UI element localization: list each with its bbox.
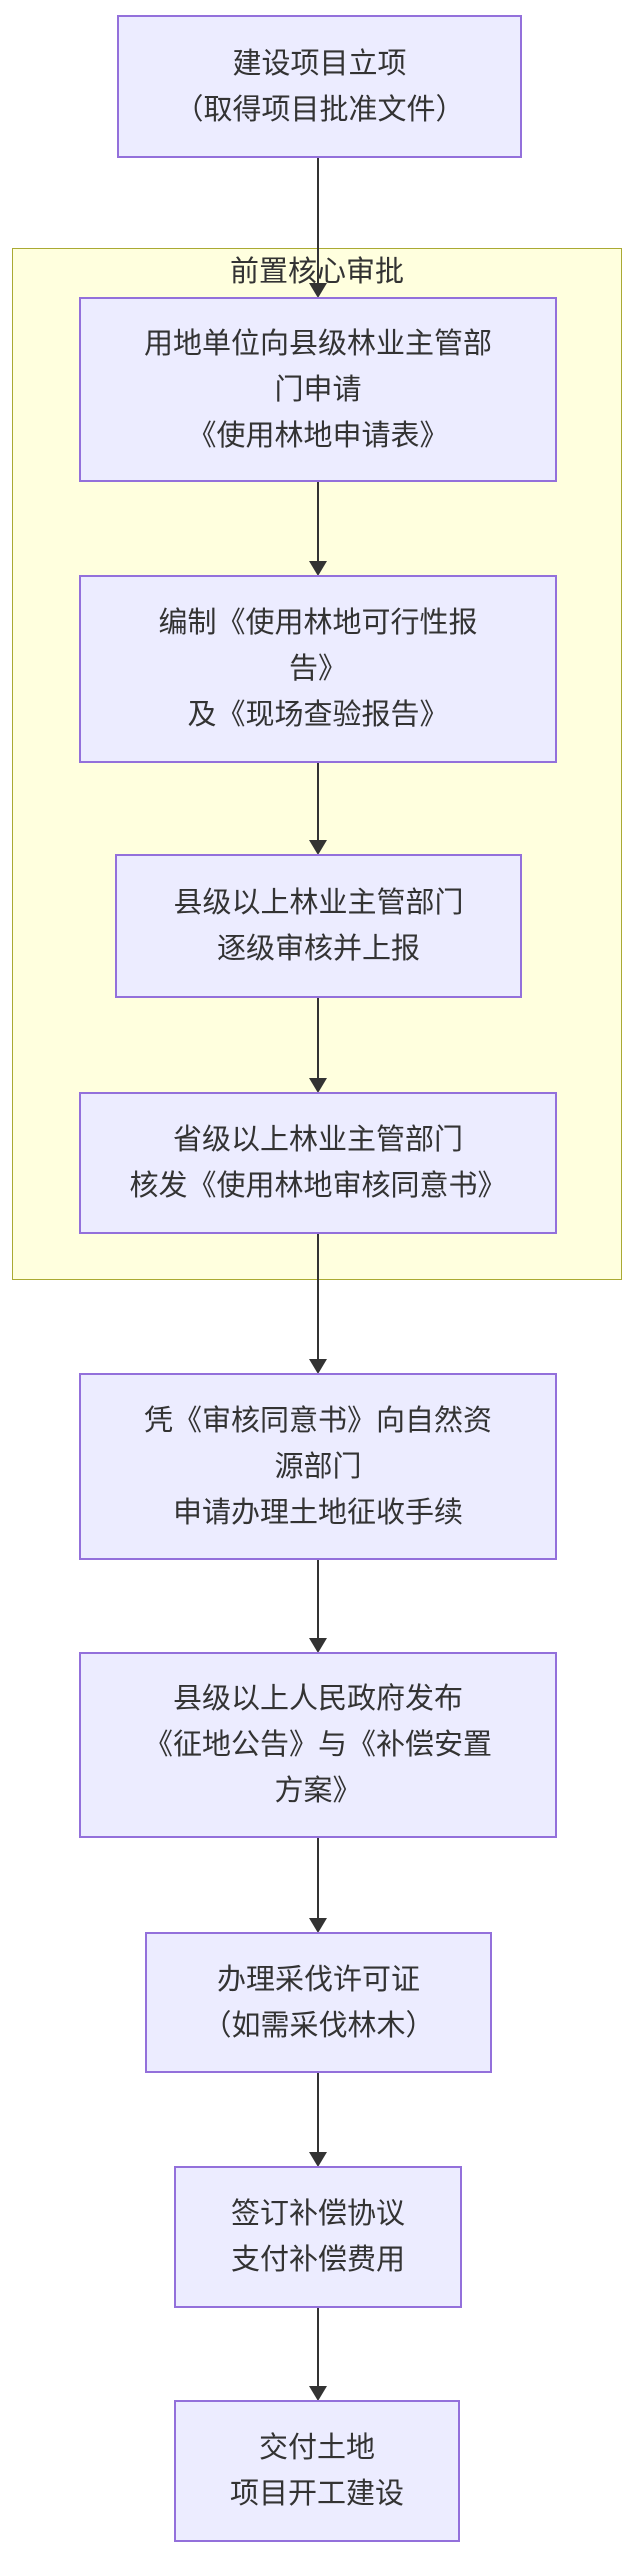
edge-arrowhead-1	[309, 283, 327, 298]
edge-line-4	[317, 998, 319, 1078]
node-compile-reports: 编制《使用林地可行性报 告》 及《现场查验报告》	[79, 575, 557, 763]
edge-arrowhead-7	[309, 1918, 327, 1933]
edge-arrowhead-8	[309, 2152, 327, 2167]
node-handover: 交付土地 项目开工建设	[174, 2400, 460, 2542]
node-land-requisition: 凭《审核同意书》向自然资 源部门 申请办理土地征收手续	[79, 1373, 557, 1560]
edge-line-3	[317, 763, 319, 840]
edge-line-2	[317, 482, 319, 561]
edge-line-5	[317, 1234, 319, 1359]
edge-line-8	[317, 2073, 319, 2152]
edge-line-6	[317, 1560, 319, 1638]
edge-arrowhead-2	[309, 561, 327, 576]
node-gov-announcement: 县级以上人民政府发布 《征地公告》与《补偿安置 方案》	[79, 1652, 557, 1838]
node-apply-forest-land: 用地单位向县级林业主管部 门申请 《使用林地申请表》	[79, 297, 557, 482]
node-project-initiation: 建设项目立项 （取得项目批准文件）	[117, 15, 522, 158]
edge-arrowhead-4	[309, 1078, 327, 1093]
edge-line-1	[317, 158, 319, 283]
node-provincial-issue: 省级以上林业主管部门 核发《使用林地审核同意书》	[79, 1092, 557, 1234]
edge-arrowhead-9	[309, 2386, 327, 2401]
edge-arrowhead-3	[309, 840, 327, 855]
node-logging-permit: 办理采伐许可证 （如需采伐林木）	[145, 1932, 492, 2073]
node-county-review: 县级以上林业主管部门 逐级审核并上报	[115, 854, 522, 998]
edge-line-9	[317, 2308, 319, 2386]
node-compensation: 签订补偿协议 支付补偿费用	[174, 2166, 462, 2308]
edge-arrowhead-5	[309, 1359, 327, 1374]
subgraph-label: 前置核心审批	[12, 252, 622, 292]
edge-arrowhead-6	[309, 1638, 327, 1653]
edge-line-7	[317, 1838, 319, 1918]
